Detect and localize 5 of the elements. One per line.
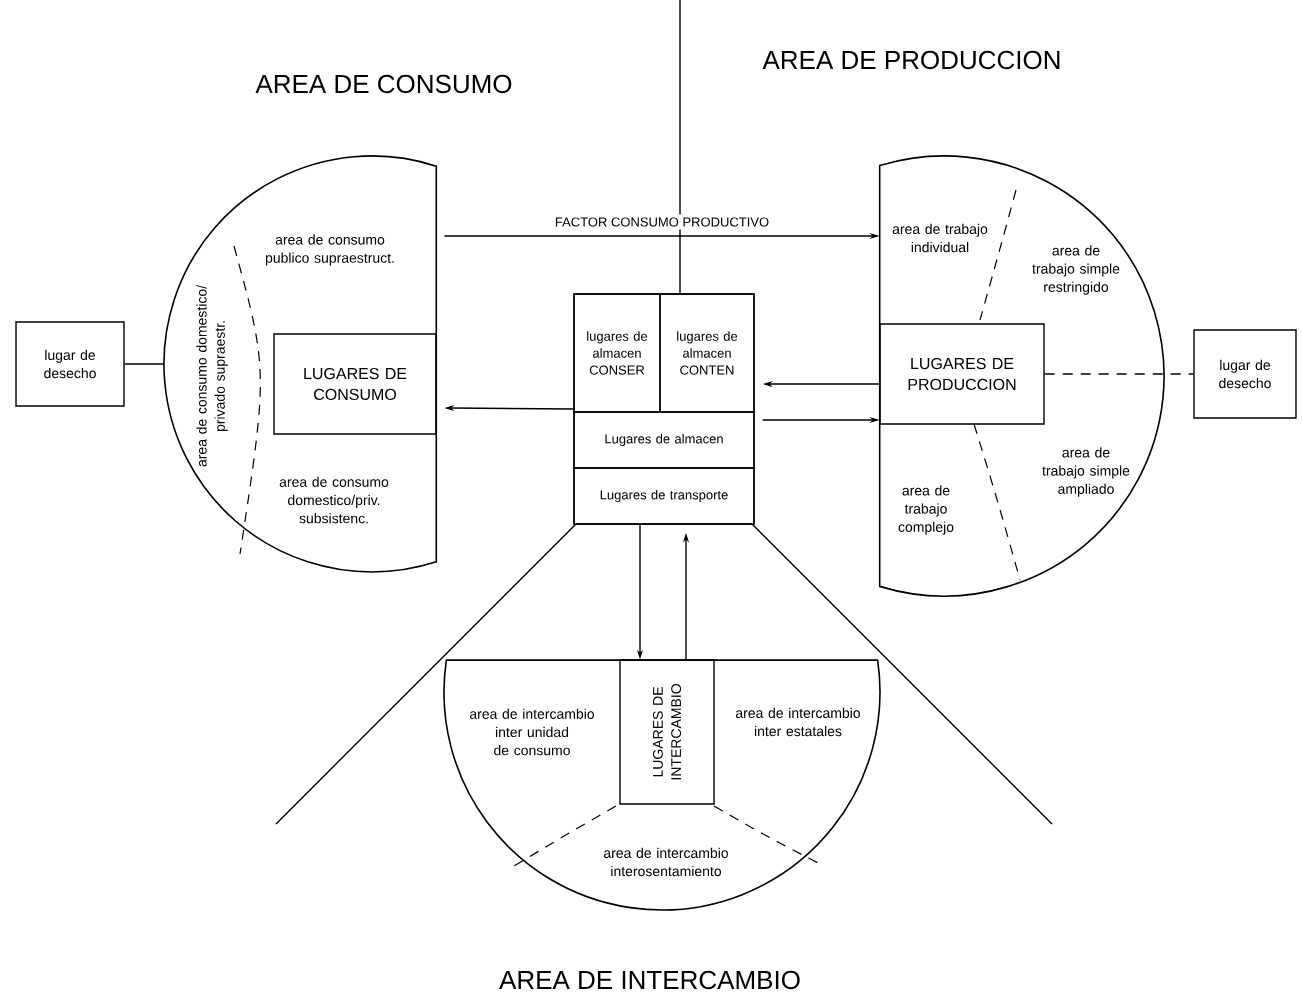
area-heading: AREA DE PRODUCCION [762, 50, 1060, 70]
area-heading: AREA DE CONSUMO [255, 74, 512, 94]
place-box: LUGARES DE CONSUMO [273, 333, 437, 435]
place-box: LUGARES DE PRODUCCION [879, 323, 1045, 425]
area-heading: AREA DE INTERCAMBIO [499, 970, 800, 990]
